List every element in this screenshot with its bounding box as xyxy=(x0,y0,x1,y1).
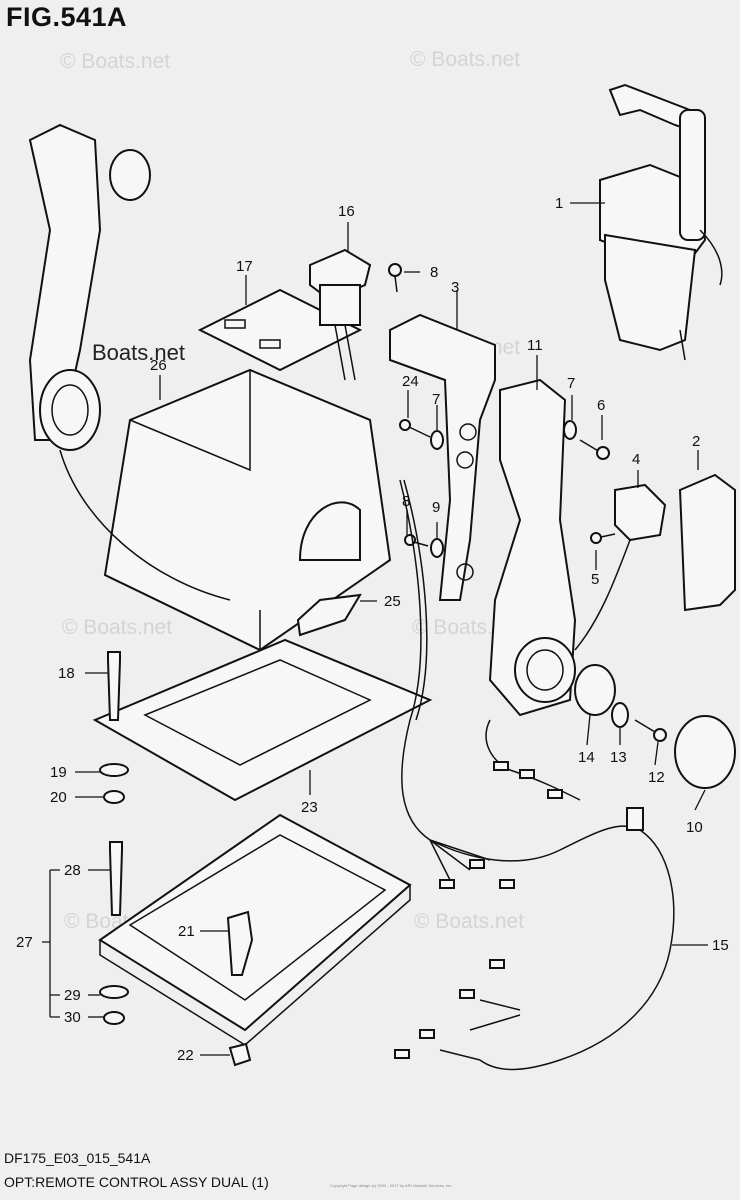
callout-7: 7 xyxy=(567,375,575,392)
callout-7: 7 xyxy=(432,391,440,408)
cap-part[interactable] xyxy=(674,715,736,789)
wiring-harness-part[interactable] xyxy=(394,479,675,1071)
clip-part[interactable] xyxy=(226,910,254,976)
friction-plate-part[interactable] xyxy=(574,664,616,716)
switch-part[interactable] xyxy=(309,248,372,381)
callout-19: 19 xyxy=(50,764,67,781)
callout-16: 16 xyxy=(338,203,355,220)
connector-part[interactable] xyxy=(574,483,667,651)
screw-washer-part[interactable] xyxy=(399,419,444,450)
callout-4: 4 xyxy=(632,451,640,468)
callout-12: 12 xyxy=(648,769,665,786)
callout-3: 3 xyxy=(451,279,459,296)
screw-part[interactable] xyxy=(590,532,616,544)
watermark: © Boats.net xyxy=(62,616,173,639)
remote-control-unit-part[interactable] xyxy=(599,83,723,361)
bracket-part[interactable] xyxy=(389,313,496,601)
callout-28: 28 xyxy=(64,862,81,879)
callout-27: 27 xyxy=(16,934,33,951)
callout-8: 8 xyxy=(430,264,438,281)
washer-part[interactable] xyxy=(99,763,129,777)
bolt-part[interactable] xyxy=(109,841,123,916)
leader-lines xyxy=(42,202,708,1056)
callout-8: 8 xyxy=(402,493,410,510)
nut-part[interactable] xyxy=(103,1011,125,1025)
figure-title: FIG.541A xyxy=(6,2,128,32)
callout-24: 24 xyxy=(402,373,419,390)
gasket-part[interactable] xyxy=(92,638,433,802)
callout-25: 25 xyxy=(384,593,401,610)
diagram-code: DF175_E03_015_541A xyxy=(4,1150,151,1166)
callout-23: 23 xyxy=(301,799,318,816)
callout-13: 13 xyxy=(610,749,627,766)
watermark: © Boats.net xyxy=(410,48,521,71)
callout-1: 1 xyxy=(555,195,563,212)
callout-2: 2 xyxy=(692,433,700,450)
callout-21: 21 xyxy=(178,923,195,940)
nut-part[interactable] xyxy=(103,790,125,804)
callout-15: 15 xyxy=(712,937,729,954)
callout-18: 18 xyxy=(58,665,75,682)
callout-11: 11 xyxy=(527,337,543,354)
watermark: © Boats.net xyxy=(414,910,525,933)
callout-9: 9 xyxy=(432,499,440,516)
watermark: © Boats.net xyxy=(60,50,171,73)
callout-29: 29 xyxy=(64,987,81,1004)
clamp-part[interactable] xyxy=(228,1042,252,1067)
bolt-part[interactable] xyxy=(107,651,121,721)
callout-22: 22 xyxy=(177,1047,194,1064)
handle-grip-part[interactable] xyxy=(678,473,736,612)
base-part[interactable] xyxy=(98,813,412,1046)
callout-17: 17 xyxy=(236,258,253,275)
callout-20: 20 xyxy=(50,789,67,806)
copyright-text: Copyright Page design (c) 2004 - 2017 by… xyxy=(330,1183,453,1188)
callout-14: 14 xyxy=(578,749,595,766)
callout-6: 6 xyxy=(597,397,605,414)
callout-labels: 1 2 3 4 5 6 7 7 8 8 9 10 11 12 13 14 15 … xyxy=(16,195,729,1064)
callout-5: 5 xyxy=(591,571,599,588)
washer-part[interactable] xyxy=(611,702,629,728)
callout-26: 26 xyxy=(150,357,167,374)
diagram-caption: OPT:REMOTE CONTROL ASSY DUAL (1) xyxy=(4,1174,269,1190)
left-lever-part[interactable] xyxy=(28,123,231,601)
screw-part[interactable] xyxy=(634,719,667,742)
pad-part[interactable] xyxy=(296,593,362,637)
washer-part[interactable] xyxy=(99,985,129,999)
watermark: Boats.net xyxy=(92,340,185,365)
screw-part[interactable] xyxy=(388,263,444,558)
screw-washer-part[interactable] xyxy=(563,420,610,460)
lever-arm-part[interactable] xyxy=(488,378,577,717)
callout-30: 30 xyxy=(64,1009,81,1026)
callout-10: 10 xyxy=(686,819,703,836)
